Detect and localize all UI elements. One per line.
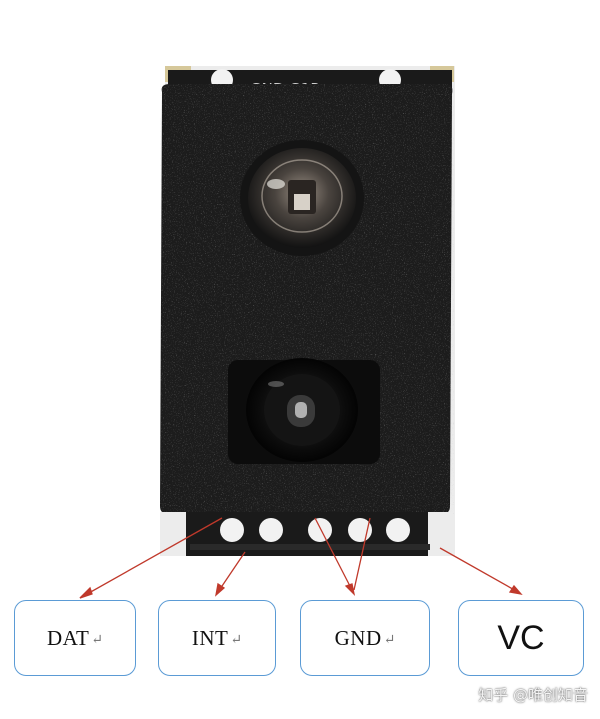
dat-return-mark: ↵: [91, 632, 104, 648]
arrow-int: [217, 551, 246, 593]
dat-label: DAT: [46, 625, 90, 650]
upper-lens: [240, 140, 364, 256]
gnd-return-mark: ↵: [383, 632, 396, 648]
arrow-vc: [439, 547, 519, 593]
gnd-label: GND: [334, 625, 382, 650]
lower-lens: [228, 358, 380, 464]
int-label: INT: [191, 625, 229, 650]
pin-label-dat: DAT ↵: [14, 600, 136, 676]
pin-arrows: [79, 517, 523, 599]
pin-label-gnd: GND ↵: [300, 600, 430, 676]
int-return-mark: ↵: [230, 632, 243, 648]
arrow-gnd-left: [314, 517, 353, 591]
arrow-gnd-right: [353, 517, 371, 591]
vc-label: VC: [497, 618, 545, 657]
arrow-dat: [79, 517, 223, 599]
pin-label-int: INT ↵: [158, 600, 276, 676]
bottom-connector: [160, 512, 452, 556]
watermark: 知乎 @唯创知音: [478, 686, 588, 704]
pin-label-vc: VC: [458, 600, 584, 676]
